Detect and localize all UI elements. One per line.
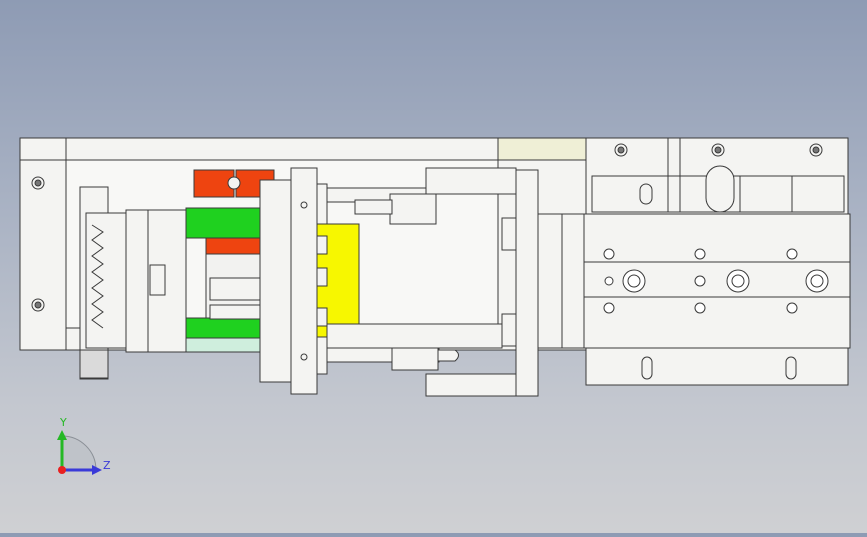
z-axis-arrow-icon <box>92 465 102 475</box>
right-end-plate <box>501 169 589 397</box>
z-axis-label: Z <box>103 459 111 472</box>
screw-icon <box>711 143 725 157</box>
y-axis-arrow-icon <box>57 430 67 440</box>
linear-cylinder <box>583 137 851 386</box>
green-slider-assembly <box>185 207 263 353</box>
yellow-cushion-block <box>316 223 360 338</box>
y-axis-label: Y <box>59 416 67 429</box>
screw-icon <box>614 143 628 157</box>
guide-rod-top <box>326 167 517 225</box>
left-clamp-block <box>79 186 187 380</box>
counterbore-holes <box>622 269 829 293</box>
screw-icon <box>31 298 45 312</box>
connecting-rail <box>326 323 503 349</box>
mounting-holes <box>603 248 798 314</box>
orientation-triad: Y Z <box>57 416 111 475</box>
screw-icon <box>809 143 823 157</box>
x-axis-dot-icon <box>58 466 66 474</box>
screw-icon <box>31 176 45 190</box>
